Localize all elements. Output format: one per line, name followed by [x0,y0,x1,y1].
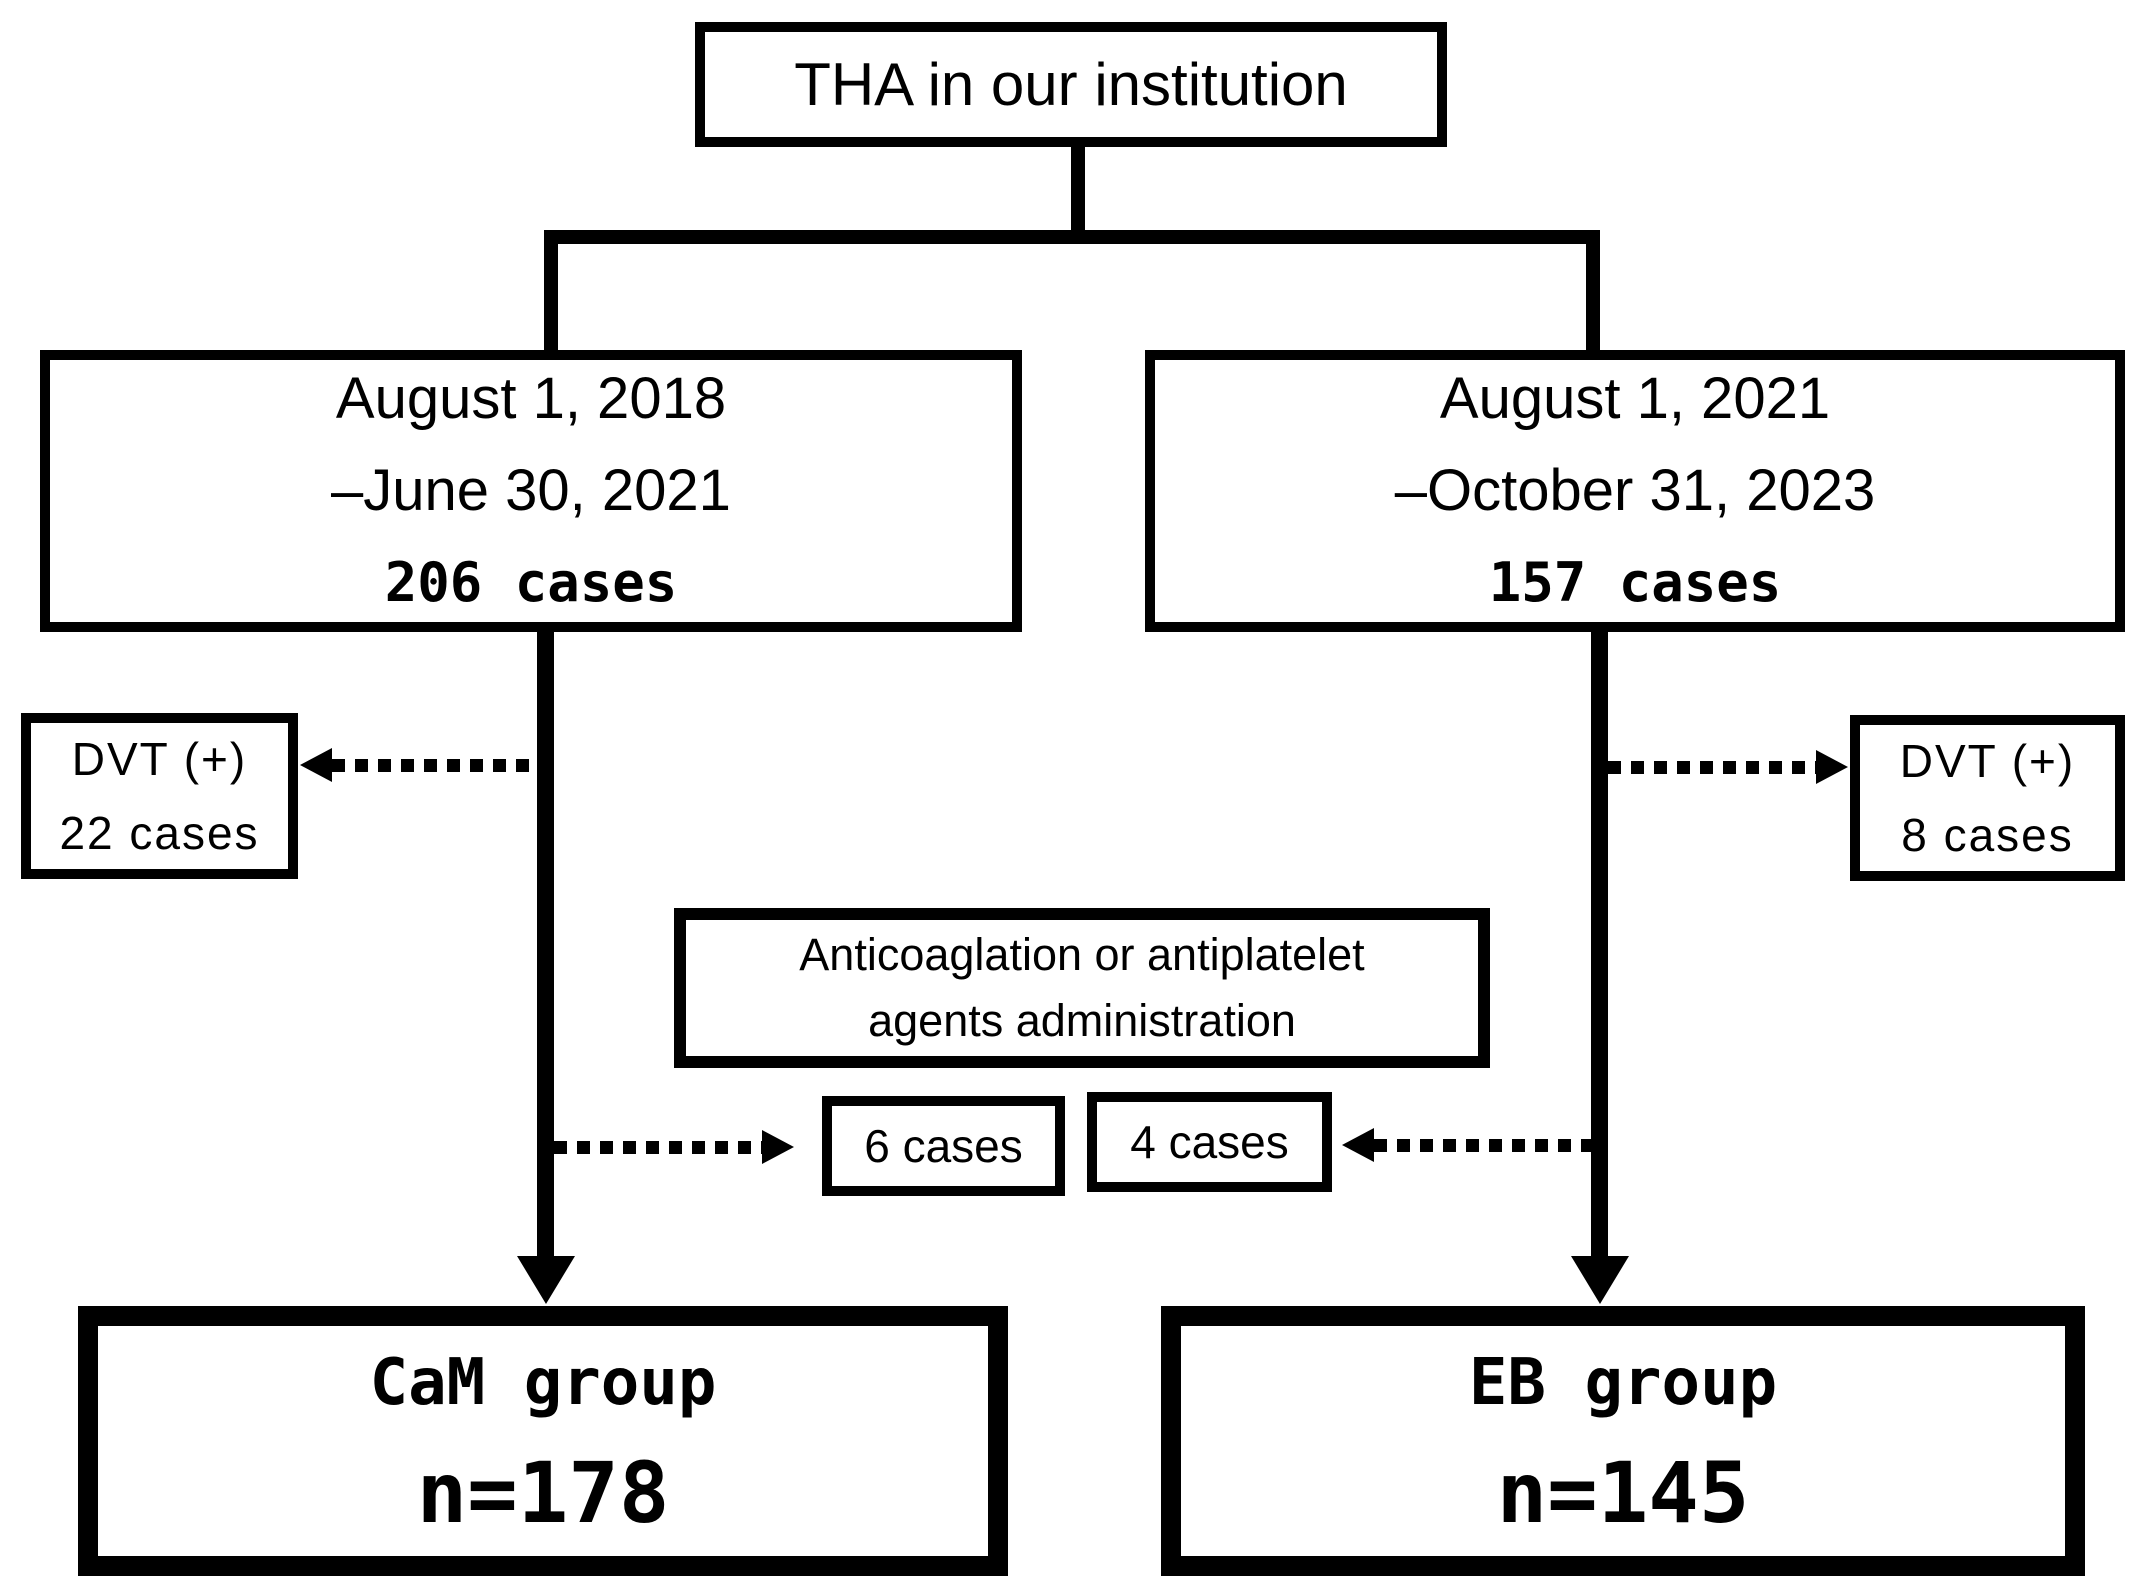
connector-drop-right [1586,230,1600,352]
period-count-right: 157 cases [1488,551,1782,614]
dvt-title-left: DVT (+) [71,733,248,785]
dotted-arrowhead-right-dvt-icon [1816,750,1848,784]
dotted-arrowhead-left-cases-icon [762,1130,794,1164]
dvt-title-right: DVT (+) [1899,735,2076,787]
cases-box-right: 4 cases [1087,1092,1332,1192]
period-end-right: –October 31, 2023 [1394,458,1876,523]
period-box-left: August 1, 2018 –June 30, 2021 206 cases [40,350,1022,632]
period-count-left: 206 cases [384,551,678,614]
dotted-arrowhead-left-dvt-icon [300,748,332,782]
dotted-line-right-cases [1374,1139,1592,1152]
period-end-left: –June 30, 2021 [331,458,731,523]
dotted-line-right-dvt [1608,761,1816,774]
anticoagulation-line2: agents administration [868,995,1296,1046]
dotted-arrowhead-right-cases-icon [1342,1128,1374,1162]
down-arrowhead-right-icon [1571,1256,1629,1304]
cases-count-left: 6 cases [864,1120,1023,1172]
cam-group-box: CaM group n=178 [78,1306,1008,1576]
down-arrowhead-left-icon [517,1256,575,1304]
anticoagulation-box: Anticoaglation or antiplatelet agents ad… [674,908,1490,1068]
dotted-line-left-dvt [332,759,537,772]
connector-bar [544,230,1600,244]
dotted-line-left-cases [554,1141,762,1154]
eb-group-n: n=145 [1496,1444,1750,1542]
cases-count-right: 4 cases [1130,1116,1289,1168]
eb-group-name: EB group [1468,1346,1778,1420]
period-box-right: August 1, 2021 –October 31, 2023 157 cas… [1145,350,2125,632]
dvt-count-right: 8 cases [1901,809,2074,861]
cam-group-name: CaM group [369,1346,717,1420]
tha-label: THA in our institution [794,50,1348,118]
connector-drop-left [544,230,558,352]
connector-stem [1071,145,1085,235]
eb-group-box: EB group n=145 [1161,1306,2085,1576]
period-start-right: August 1, 2021 [1439,366,1831,431]
dvt-count-left: 22 cases [59,807,260,859]
period-start-left: August 1, 2018 [335,366,727,431]
dvt-box-right: DVT (+) 8 cases [1850,715,2125,881]
cam-group-n: n=178 [416,1444,670,1542]
tha-box: THA in our institution [695,22,1447,147]
anticoagulation-line1: Anticoaglation or antiplatelet [799,929,1365,980]
flow-line-left [537,630,554,1258]
cases-box-left: 6 cases [822,1096,1065,1196]
dvt-box-left: DVT (+) 22 cases [21,713,298,879]
flow-line-right [1591,630,1608,1258]
